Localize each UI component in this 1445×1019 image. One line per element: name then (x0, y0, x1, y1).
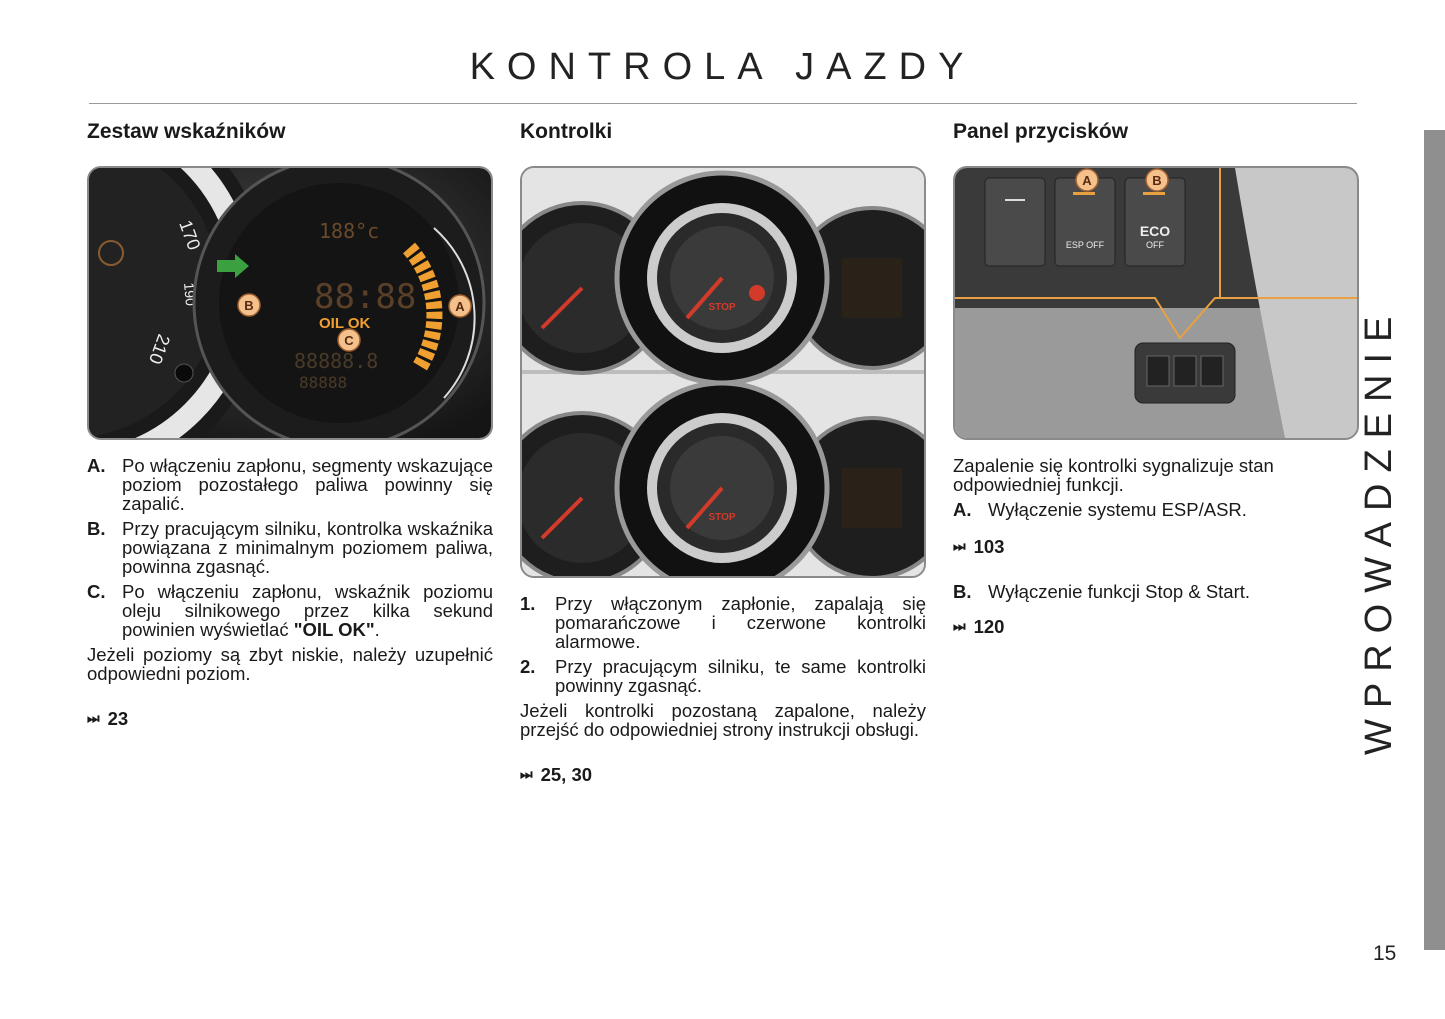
callout-c: C (344, 333, 354, 348)
section-heading: Zestaw wskaźników (87, 120, 286, 143)
list-item: C. Po włączeniu zapłonu, wskaźnik poziom… (87, 581, 493, 640)
skip-forward-icon: ⏭ (87, 710, 100, 726)
section-heading: Kontrolki (520, 120, 613, 143)
button-panel-image: ESP OFF ECO OFF A B (953, 166, 1359, 440)
svg-text:88888: 88888 (299, 373, 347, 392)
cluster-top: STOP (522, 170, 924, 386)
eco-off-label: OFF (1146, 240, 1164, 250)
cluster-bottom: STOP (522, 380, 924, 576)
svg-text:88:88: 88:88 (314, 277, 416, 317)
section-heading: Panel przycisków (953, 120, 1129, 143)
list-item: B. Przy pracującym silniku, kontrolka ws… (87, 518, 493, 577)
callout-b: B (244, 298, 253, 313)
oil-ok-label: OIL OK (319, 315, 371, 332)
eco-label: ECO (1140, 223, 1170, 239)
list-item: B. Wyłączenie funkcji Stop & Start. (953, 581, 1251, 602)
svg-text:88888.8: 88888.8 (294, 349, 378, 373)
warning-lights-image: STOP STOP (520, 166, 926, 578)
page-title: KONTROLA JAZDY (469, 46, 976, 88)
page-number: 15 (1373, 942, 1397, 965)
skip-forward-icon: ⏭ (953, 538, 966, 554)
callout-b: B (1152, 173, 1161, 188)
side-tab-bar (1424, 130, 1445, 950)
section-warning-lights: Kontrolki STOP (520, 116, 926, 784)
section-instrument-cluster: Zestaw wskaźników 170 190 210 188°c 88:8… (87, 116, 493, 728)
list-item: 1. Przy włączonym zapłonie, zapalają się… (520, 593, 926, 652)
svg-text:188°c: 188°c (319, 219, 379, 243)
list-item: A. Po włączeniu zapłonu, segmenty wskazu… (87, 455, 493, 514)
stop-label: STOP (708, 302, 735, 313)
callout-a: A (455, 299, 465, 314)
page-reference[interactable]: ⏭ 23 (87, 708, 129, 729)
section-side-label: WPROWADZENIE (1358, 305, 1400, 755)
page-reference[interactable]: ⏭ 103 (953, 536, 1005, 557)
paragraph: Jeżeli poziomy są zbyt niskie, należy uz… (87, 644, 493, 684)
skip-forward-icon: ⏭ (953, 618, 966, 634)
skip-forward-icon: ⏭ (520, 766, 533, 782)
section-button-panel: Panel przycisków ESP OFF ECO OFF A B (953, 116, 1359, 636)
callout-a: A (1082, 173, 1092, 188)
paragraph: Zapalenie się kontrolki sygnalizuje stan… (953, 455, 1274, 495)
list-item: 2. Przy pracującym silniku, te same kont… (520, 656, 926, 696)
list-item: A. Wyłączenie systemu ESP/ASR. (953, 499, 1247, 520)
page-reference[interactable]: ⏭ 25, 30 (520, 764, 593, 785)
title-divider (89, 103, 1357, 104)
stop-label: STOP (708, 512, 735, 523)
instrument-cluster-image: 170 190 210 188°c 88:88 OIL OK 88888.8 8… (87, 166, 493, 440)
page-reference[interactable]: ⏭ 120 (953, 616, 1005, 637)
paragraph: Jeżeli kontrolki pozostaną zapalone, nal… (520, 700, 926, 740)
esp-off-label: ESP OFF (1066, 240, 1105, 250)
